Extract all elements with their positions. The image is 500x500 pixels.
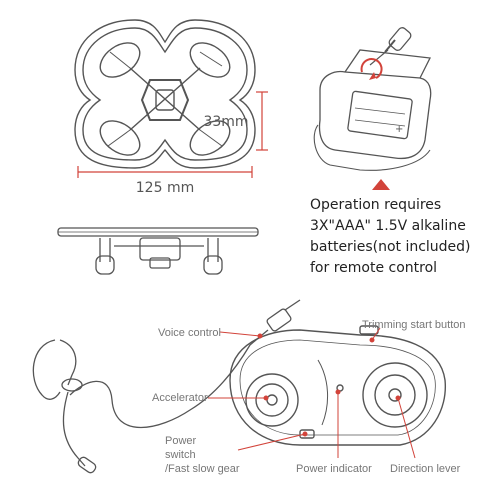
- svg-text:+: +: [395, 124, 403, 135]
- label-power-switch-3: /Fast slow gear: [165, 463, 240, 475]
- battery-requirement-note: Operation requires 3X"AAA" 1.5V alkaline…: [310, 197, 471, 276]
- label-power-switch-2: switch: [165, 449, 196, 461]
- drone-top-view: [74, 19, 256, 169]
- battery-compartment-illustration: +: [313, 27, 432, 171]
- label-accelerator: Accelerator: [152, 392, 208, 404]
- drone-side-view: [57, 227, 259, 275]
- remote-controller: [229, 325, 446, 446]
- label-voice-control: Voice control: [158, 327, 221, 339]
- height-dimension: 33mm: [203, 91, 268, 151]
- leader-lines: [208, 327, 416, 459]
- height-label: 33mm: [203, 114, 248, 130]
- label-power-switch-1: Power: [165, 435, 197, 447]
- earpiece-with-cable: [32, 299, 301, 474]
- label-direction-lever: Direction lever: [390, 463, 461, 475]
- label-power-indicator: Power indicator: [296, 463, 372, 475]
- rotate-arrow-icon: [360, 58, 383, 80]
- width-dimension: 125 mm: [77, 166, 253, 196]
- label-trimming-start-button: Trimming start button: [362, 319, 466, 331]
- up-arrow-icon: [372, 179, 390, 190]
- width-label: 125 mm: [136, 180, 194, 196]
